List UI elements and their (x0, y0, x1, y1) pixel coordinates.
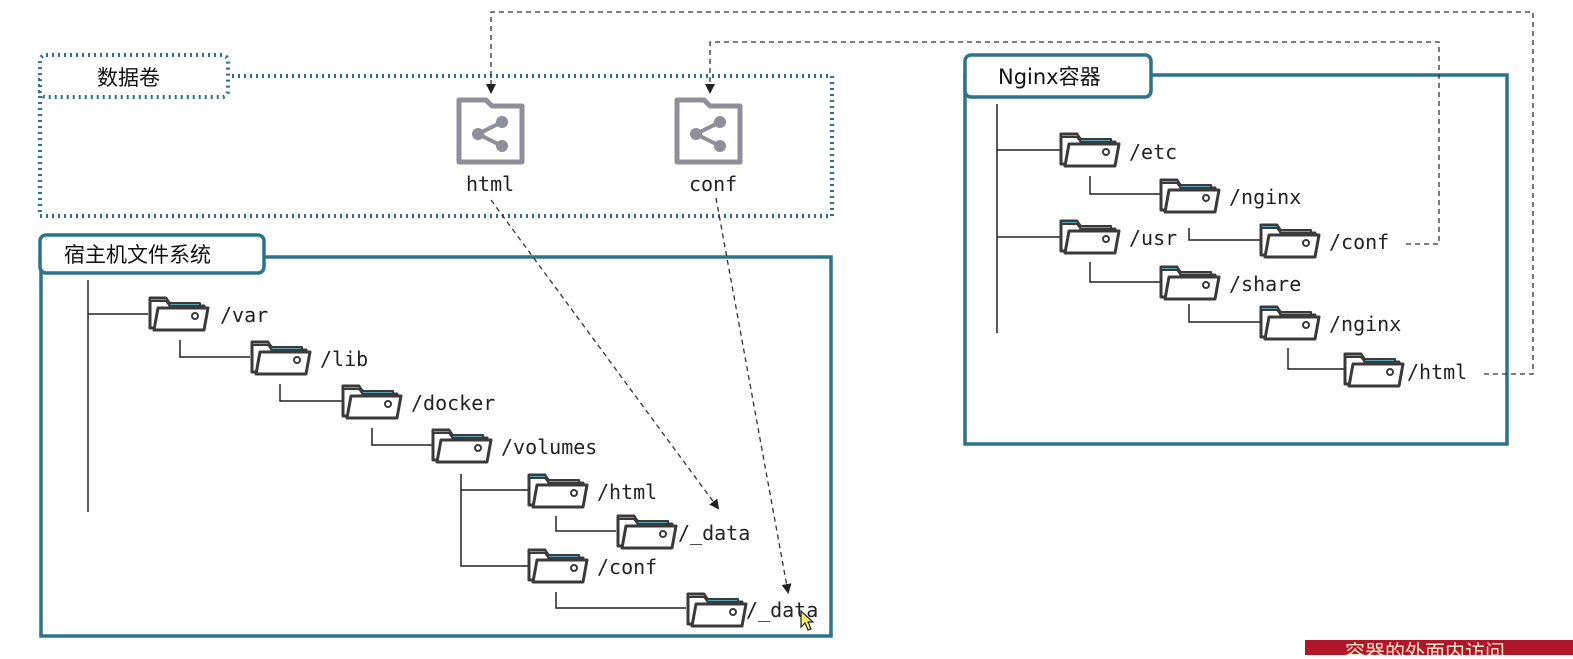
folder-icon (1259, 305, 1321, 341)
folder-icon (527, 473, 589, 509)
volume-conf: conf (674, 97, 743, 196)
host-folder-lib: /lib (250, 340, 368, 376)
container-panel: Nginx容器 /etc /nginx /usr /conf (963, 53, 1509, 446)
folder-icon (148, 296, 210, 332)
container-folder-share-nginx: /nginx (1259, 305, 1401, 341)
host-folder-conf: /conf (527, 548, 657, 584)
container-folder-label: /etc (1129, 140, 1177, 164)
host-panel-tab: 宿主机文件系统 (38, 233, 266, 275)
container-folder-label: /html (1407, 360, 1467, 384)
folder-icon (527, 548, 589, 584)
share-folder-icon (674, 97, 743, 165)
host-folder-label: /html (597, 480, 657, 504)
container-folder-label: /nginx (1229, 185, 1301, 209)
volume-panel: 数据卷 html conf (38, 53, 834, 218)
bottom-banner-text: 容器的外面内访问 (1345, 640, 1505, 655)
host-tree-lines (87, 280, 686, 609)
container-folder-conf: /conf (1259, 223, 1389, 259)
bottom-banner: 容器的外面内访问 (1305, 640, 1573, 655)
mouse-cursor-icon (800, 609, 815, 631)
host-panel-title: 宿主机文件系统 (64, 243, 211, 267)
container-folder-usr: /usr (1059, 219, 1177, 255)
host-folder-var: /var (148, 296, 268, 332)
share-folder-icon (456, 97, 525, 165)
html-mount-line (486, 11, 1534, 375)
folder-icon (1059, 219, 1121, 255)
container-folder-etc: /etc (1059, 132, 1177, 168)
container-folder-html: /html (1343, 352, 1467, 388)
host-folder-html: /html (527, 473, 657, 509)
host-folder-label: /var (220, 303, 268, 327)
volume-panel-title: 数据卷 (97, 66, 160, 90)
volume-conf-label: conf (689, 172, 737, 196)
folder-icon (616, 514, 678, 550)
conf-mount-line (705, 41, 1440, 245)
folder-icon (1259, 223, 1321, 259)
folder-icon (250, 340, 312, 376)
host-folder-label: /_data (678, 521, 750, 545)
conf-volume-to-data-arrow (715, 197, 792, 594)
volume-html: html (456, 97, 525, 196)
container-folder-etc-nginx: /nginx (1159, 178, 1301, 214)
host-folder-html-data: /_data (616, 514, 750, 550)
host-folder-label: /volumes (501, 435, 597, 459)
container-folder-label: /usr (1129, 226, 1177, 250)
host-folder-label: /lib (320, 347, 368, 371)
host-folder-label: /docker (411, 391, 495, 415)
container-folder-label: /conf (1329, 230, 1389, 254)
container-folder-label: /share (1229, 272, 1301, 296)
host-folder-volumes: /volumes (431, 428, 597, 464)
host-folder-conf-data: /_data (686, 592, 818, 628)
html-volume-to-data-arrow (490, 199, 720, 510)
volume-panel-tab: 数据卷 (38, 53, 230, 99)
folder-icon (1059, 132, 1121, 168)
folder-icon (341, 384, 403, 420)
folder-icon (1159, 178, 1221, 214)
volume-html-label: html (466, 172, 514, 196)
host-panel: 宿主机文件系统 /var /lib /docker /v (38, 233, 833, 638)
folder-icon (431, 428, 493, 464)
folder-icon (1343, 352, 1405, 388)
container-panel-tab: Nginx容器 (963, 53, 1153, 99)
container-folder-label: /nginx (1329, 312, 1401, 336)
folder-icon (686, 592, 748, 628)
container-folder-share: /share (1159, 265, 1301, 301)
host-folder-label: /conf (597, 555, 657, 579)
mount-connectors (486, 11, 1534, 594)
container-panel-title: Nginx容器 (998, 65, 1101, 89)
host-folder-docker: /docker (341, 384, 495, 420)
folder-icon (1159, 265, 1221, 301)
container-tree-lines (996, 104, 1344, 370)
